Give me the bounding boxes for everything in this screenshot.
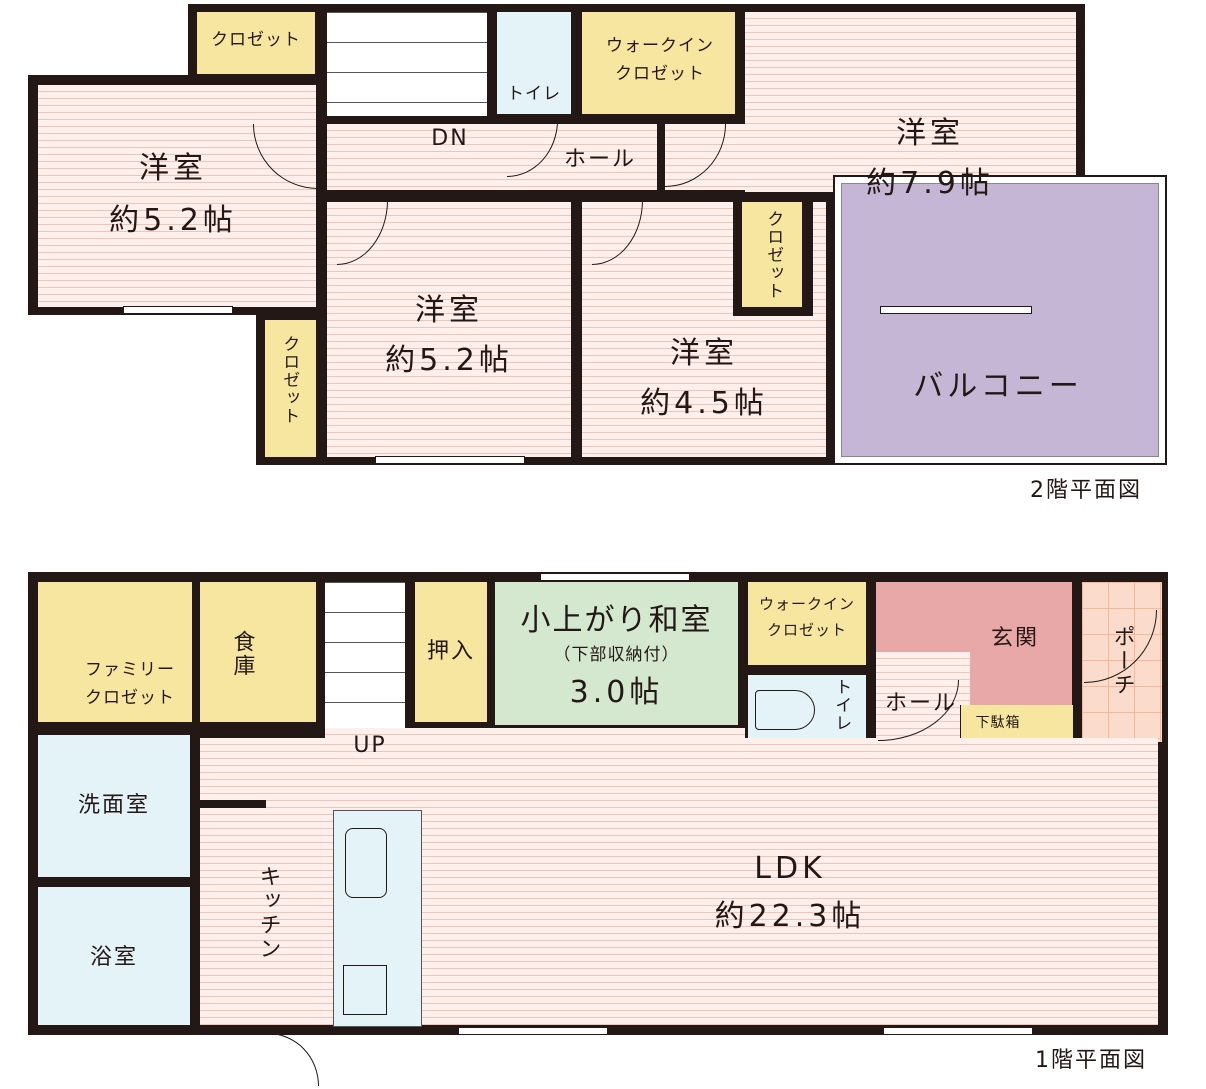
- label-bath: 浴室: [89, 945, 138, 970]
- closet-2f-left: [265, 320, 316, 457]
- walkin-2f: [582, 12, 738, 114]
- floor-title-2f: 2階平面図: [1030, 478, 1142, 503]
- label-walkin-2: クロゼット: [615, 64, 705, 84]
- closet-2f-top: [197, 12, 315, 74]
- label-walkin-2: クロゼット: [766, 621, 847, 639]
- label-toilet: トイレ: [831, 678, 852, 732]
- label-washitsu-size: 3.0帖: [569, 675, 664, 710]
- room-size: 約4.5帖: [640, 386, 768, 421]
- room-name: 洋室: [415, 293, 483, 328]
- label-closet: クロゼット: [211, 30, 301, 50]
- family-closet: [38, 582, 192, 722]
- room-size: 約5.2帖: [385, 343, 513, 378]
- ldk-ext: [325, 728, 745, 740]
- label-pantry: 食庫: [229, 630, 255, 678]
- window: [123, 306, 233, 314]
- stairs-1f: [325, 582, 405, 728]
- pantry: [200, 582, 316, 722]
- window: [540, 573, 690, 581]
- door: [268, 1033, 319, 1086]
- label-walkin-1: ウォークイン: [758, 595, 855, 613]
- label-porch: ポーチ: [1109, 625, 1135, 697]
- floor-title-1f: 1階平面図: [1035, 1048, 1147, 1073]
- label-hall: ホール: [884, 691, 957, 716]
- window: [880, 306, 1032, 314]
- label-ldk: LDK: [754, 851, 826, 886]
- label-closet: クロゼット: [279, 335, 300, 425]
- label-closet: クロゼット: [763, 210, 784, 300]
- label-kitchen: キッチン: [255, 865, 281, 961]
- balcony: [833, 175, 1167, 465]
- label-family-closet-1: ファミリー: [85, 660, 175, 680]
- washitsu: [495, 582, 738, 725]
- window: [375, 456, 525, 464]
- window: [883, 1027, 1033, 1035]
- label-balcony: バルコニー: [913, 369, 1083, 404]
- label-shoebox: 下駄箱: [975, 715, 1021, 731]
- walkin-1f: [748, 582, 866, 665]
- bath: [38, 887, 190, 1025]
- oshiire: [415, 582, 487, 722]
- label-genkan: 玄関: [990, 626, 1039, 651]
- room-name: 洋室: [670, 336, 738, 371]
- kitchen-counter: [333, 810, 422, 1027]
- label-family-closet-2: クロゼット: [85, 688, 175, 708]
- room-name: 洋室: [139, 151, 207, 186]
- label-walkin-1: ウォークイン: [606, 36, 714, 56]
- washroom: [38, 735, 190, 877]
- room-name: 洋室: [896, 116, 964, 151]
- wall: [198, 800, 266, 808]
- room-2f-left: [38, 85, 316, 307]
- closet-2f-right: [742, 202, 802, 307]
- label-washroom: 洗面室: [77, 793, 150, 818]
- toilet-2f: [497, 12, 571, 114]
- label-stairs-dn: DN: [431, 126, 469, 151]
- stove-icon: [343, 965, 387, 1015]
- label-toilet: トイレ: [507, 84, 561, 104]
- window: [458, 1027, 608, 1035]
- label-washitsu: 小上がり和室: [520, 603, 713, 638]
- stairs-2f: [327, 12, 487, 116]
- label-hall: ホール: [563, 147, 636, 172]
- shoebox: [960, 705, 1073, 742]
- sink-icon: [345, 828, 387, 898]
- label-stairs-up: UP: [353, 733, 387, 758]
- label-washitsu-note: （下部収納付）: [553, 645, 680, 665]
- hall-2f: [327, 124, 657, 190]
- label-ldk-size: 約22.3帖: [714, 899, 866, 934]
- room-size: 約7.9帖: [866, 166, 994, 201]
- label-oshiire: 押入: [426, 639, 475, 664]
- room-size: 約5.2帖: [109, 203, 237, 238]
- toilet-icon: [755, 690, 815, 730]
